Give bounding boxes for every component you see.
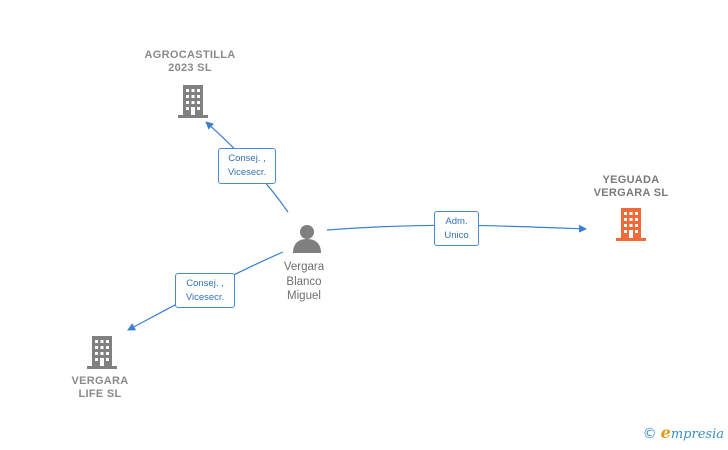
person-icon[interactable] — [291, 223, 323, 253]
building-icon-highlighted[interactable] — [615, 207, 647, 241]
company-name-vergara-life[interactable]: VERGARA LIFE SL — [71, 375, 129, 400]
company-name-yeguada-vergara[interactable]: YEGUADA VERGARA SL — [593, 174, 669, 199]
copyright-symbol: © — [642, 426, 657, 442]
edge-label-to-agrocastilla: Consej. , Vicesecr. — [218, 148, 276, 184]
brand-rest: mpresia — [670, 427, 724, 442]
edge-label-to-yeguada: Adm. Unico — [434, 211, 479, 246]
empresia-watermark: ©empresia — [643, 423, 724, 442]
building-icon[interactable] — [86, 335, 118, 369]
edge-label-to-vergara-life: Consej. , Vicesecr. — [175, 273, 235, 308]
company-name-agrocastilla[interactable]: AGROCASTILLA 2023 SL — [144, 49, 236, 74]
person-name[interactable]: Vergara Blanco Miguel — [283, 261, 325, 302]
brand-initial: e — [660, 423, 671, 442]
building-icon[interactable] — [177, 84, 209, 118]
